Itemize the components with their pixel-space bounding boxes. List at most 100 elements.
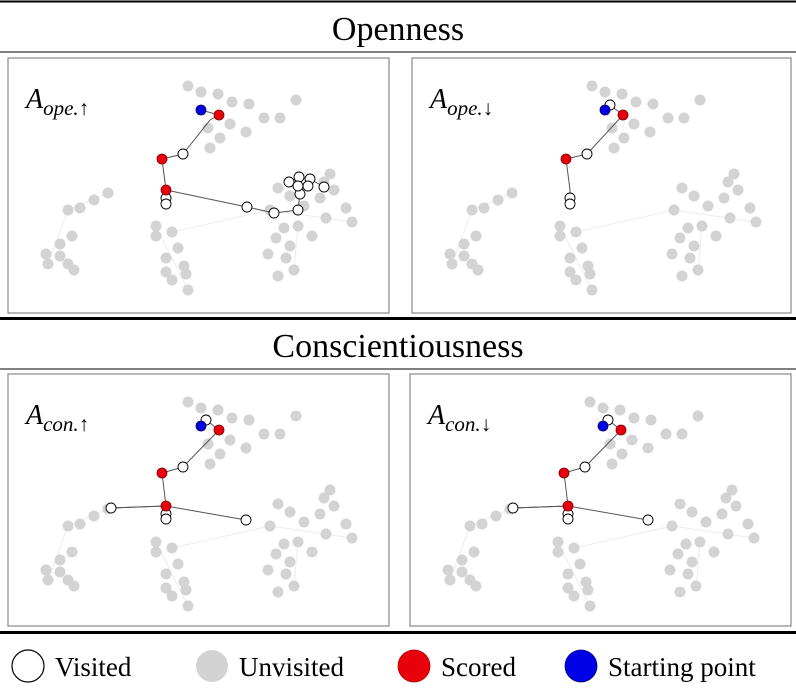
unvisited-node xyxy=(726,484,738,496)
unvisited-node xyxy=(226,412,238,424)
unvisited-node xyxy=(62,258,74,270)
visited-node xyxy=(292,204,304,216)
unvisited-node xyxy=(243,414,255,426)
unvisited-node xyxy=(272,498,284,510)
scored-nodes xyxy=(156,424,225,512)
panel-label-main: A xyxy=(428,84,448,115)
unvisited-node xyxy=(328,500,340,512)
panel-label-main: A xyxy=(24,400,44,431)
unvisited-node xyxy=(606,458,618,470)
path-edge xyxy=(110,505,167,509)
visited-node xyxy=(318,181,330,193)
unvisited-node xyxy=(214,448,226,460)
start-node xyxy=(195,420,207,432)
unvisited-node xyxy=(570,226,582,238)
unvisited-node xyxy=(166,542,178,554)
unvisited-node xyxy=(278,222,290,234)
legend-item-unvisited: Unvisited xyxy=(196,650,344,682)
panel-label: Aope.↑ xyxy=(24,84,89,120)
unvisited-node xyxy=(554,230,566,242)
unvisited-node xyxy=(62,204,74,216)
panel-conscientiousness-down: Acon.↓ xyxy=(409,373,792,627)
unvisited-node xyxy=(270,232,282,244)
unvisited-node xyxy=(586,284,598,296)
unvisited-node xyxy=(160,568,172,580)
legend-unvisited-label: Unvisited xyxy=(239,652,344,682)
unvisited-nodes xyxy=(442,396,760,612)
path-edge xyxy=(586,114,624,155)
unvisited-node xyxy=(492,194,504,206)
background-edge xyxy=(269,525,353,539)
panel-conscientiousness-up: Acon.↑ xyxy=(7,373,390,627)
unvisited-node xyxy=(150,220,162,232)
visited-node xyxy=(160,513,172,525)
unvisited-node xyxy=(42,574,54,586)
legend-scored-marker xyxy=(397,649,431,683)
unvisited-node xyxy=(686,556,698,568)
unvisited-node xyxy=(604,438,616,450)
section-title-openness: Openness xyxy=(332,11,464,48)
unvisited-node xyxy=(742,518,754,530)
unvisited-node xyxy=(202,438,214,450)
unvisited-node xyxy=(678,112,690,124)
unvisited-node xyxy=(290,94,302,106)
unvisited-node xyxy=(74,202,86,214)
unvisited-node xyxy=(150,536,162,548)
unvisited-node xyxy=(224,118,236,130)
unvisited-node xyxy=(680,538,692,550)
unvisited-node xyxy=(270,548,282,560)
visited-node xyxy=(177,461,189,473)
path-edge xyxy=(161,472,167,507)
unvisited-node xyxy=(644,126,656,138)
unvisited-node xyxy=(54,554,66,566)
unvisited-node xyxy=(700,516,712,528)
panel-label-main: A xyxy=(426,400,446,431)
background-edge xyxy=(695,541,701,587)
unvisited-node xyxy=(444,248,456,260)
scored-nodes xyxy=(156,109,225,196)
unvisited-nodes xyxy=(40,80,358,296)
scored-node xyxy=(617,109,629,121)
unvisited-node xyxy=(456,554,468,566)
unvisited-node xyxy=(444,574,456,586)
unvisited-node xyxy=(599,86,611,98)
unvisited-node xyxy=(730,500,742,512)
unvisited-node xyxy=(284,190,296,202)
panel-label-arrow: ↓ xyxy=(483,96,494,120)
unvisited-node xyxy=(694,536,706,548)
unvisited-node xyxy=(258,428,270,440)
unvisited-node xyxy=(692,264,704,276)
unvisited-node xyxy=(66,546,78,558)
unvisited-node xyxy=(150,230,162,242)
unvisited-node xyxy=(748,532,760,544)
unvisited-node xyxy=(690,580,702,592)
scored-node xyxy=(558,467,570,479)
unvisited-node xyxy=(240,126,252,138)
unvisited-node xyxy=(682,222,694,234)
background-edge xyxy=(293,225,299,271)
unvisited-node xyxy=(40,564,52,576)
unvisited-node xyxy=(318,492,330,504)
unvisited-node xyxy=(554,220,566,232)
unvisited-node xyxy=(562,568,574,580)
visited-node xyxy=(642,514,654,526)
visited-node xyxy=(160,198,172,210)
legend-item-scored: Scored xyxy=(397,649,516,683)
legend: Visited Unvisited Scored Starting point xyxy=(11,649,756,683)
unvisited-node xyxy=(166,226,178,238)
unvisited-node xyxy=(280,568,292,580)
scored-node xyxy=(213,424,225,436)
unvisited-node xyxy=(456,566,468,578)
unvisited-node xyxy=(264,520,276,532)
unvisited-node xyxy=(686,506,698,518)
visited-nodes xyxy=(160,148,330,219)
unvisited-node xyxy=(160,266,172,278)
background-edge xyxy=(573,525,673,549)
visited-node xyxy=(283,176,295,188)
unvisited-node xyxy=(468,546,480,558)
unvisited-node xyxy=(298,516,310,528)
unvisited-node xyxy=(62,574,74,586)
legend-unvisited-marker xyxy=(196,650,228,682)
unvisited-node xyxy=(684,252,696,264)
unvisited-node xyxy=(340,202,352,214)
